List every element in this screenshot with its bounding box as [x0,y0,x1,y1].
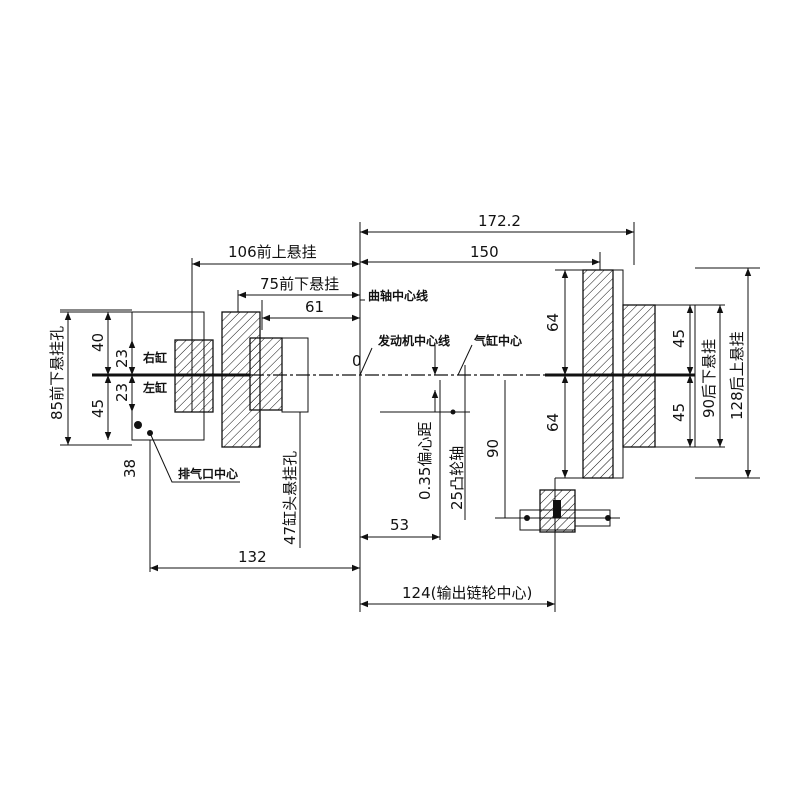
label-crank-center: 曲轴中心线 [368,288,428,303]
left-engine-section [131,258,309,448]
leader-lines [149,299,506,498]
dim-0-35: 0.35偏心距 [416,422,434,500]
dim-64-lower: 64 [544,413,562,432]
dim-53: 53 [390,516,409,534]
dim-38: 38 [121,459,139,478]
dim-106: 106前上悬挂 [228,243,317,261]
dim-64-upper: 64 [544,313,562,332]
dim-85: 85前下悬挂孔 [48,326,66,420]
label-engine-center: 发动机中心线 [377,333,450,348]
dim-45-right-upper: 45 [670,329,688,348]
dim-40: 40 [89,333,107,352]
dim-25: 25凸轮轴 [448,446,466,510]
output-bracket [495,489,620,533]
dim-90-right: 90后下悬挂 [700,339,718,418]
dim-23-upper: 23 [113,349,131,368]
dim-90-center: 90 [484,439,502,458]
dim-47: 47缸头悬挂孔 [281,451,299,545]
dim-45-left: 45 [89,399,107,418]
label-left-cylinder: 左缸 [142,380,167,395]
dim-61: 61 [305,298,324,316]
dim-75: 75前下悬挂 [260,275,339,293]
dim-128-right: 128后上悬挂 [728,331,746,420]
dimension-lines [64,228,752,608]
dim-172-2: 172.2 [478,212,521,230]
dim-132: 132 [238,548,267,566]
dim-0: 0 [352,352,362,370]
label-right-cylinder: 右缸 [142,350,167,365]
label-cylinder-center: 气缸中心 [473,333,522,348]
right-engine-section [555,258,696,479]
dim-23-lower: 23 [113,383,131,402]
label-exhaust-center: 排气口中心 [178,466,238,481]
dim-124: 124(输出链轮中心) [402,584,532,602]
dim-45-right-lower: 45 [670,403,688,422]
dim-150: 150 [470,243,499,261]
